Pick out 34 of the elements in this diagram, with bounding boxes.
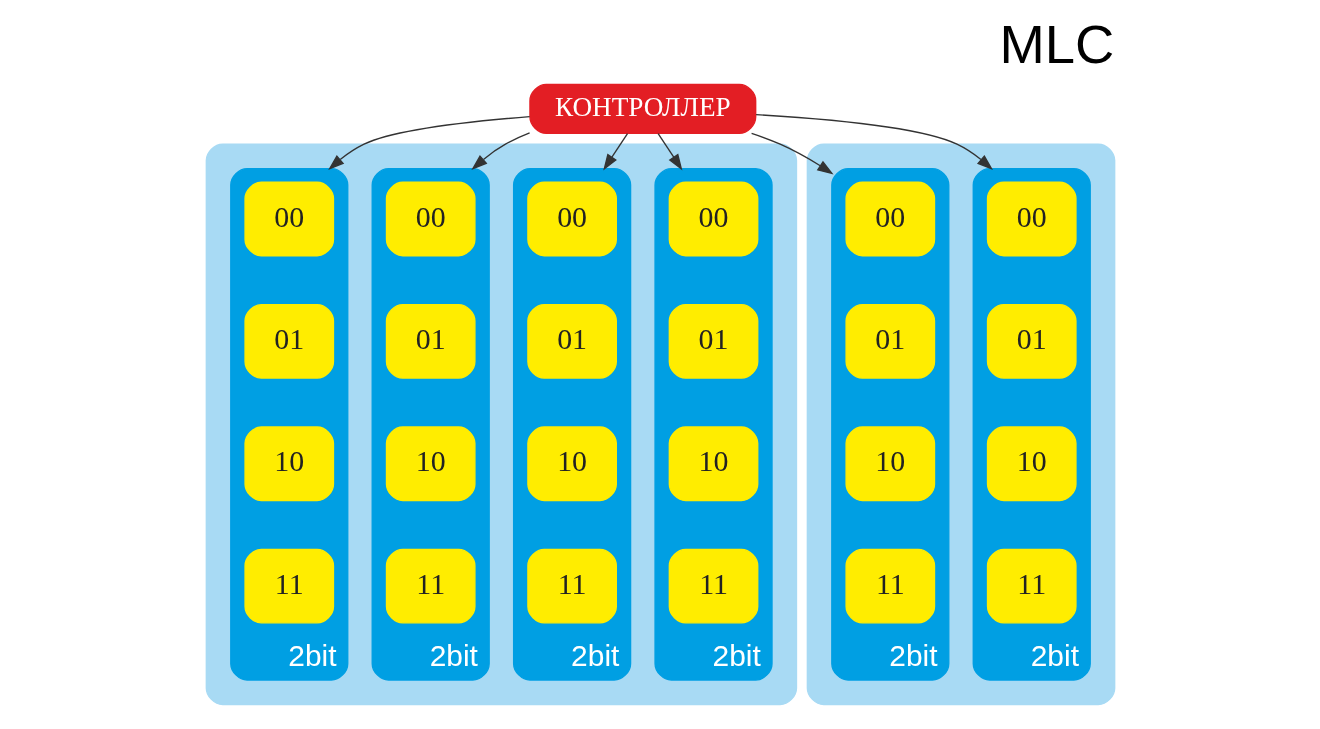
arrow [657, 132, 682, 171]
node-box: 00 [986, 181, 1077, 257]
arrow [327, 115, 530, 171]
node-box: 10 [526, 426, 617, 502]
arrow [602, 132, 628, 171]
node-box: 00 [668, 181, 758, 257]
node-box: 10 [668, 426, 758, 502]
node-box: 10 [844, 426, 935, 502]
cluster [806, 143, 1115, 706]
node-box: 11 [668, 548, 758, 624]
node-box: 00 [844, 181, 935, 257]
node-box: 01 [668, 304, 758, 379]
node-box: 11 [526, 548, 617, 624]
arrow [470, 132, 530, 171]
node-box: 01 [243, 304, 334, 379]
node-box: 10 [243, 426, 334, 502]
node-box: 10 [986, 426, 1077, 502]
node-box: 00 [243, 181, 334, 257]
cluster [205, 143, 797, 706]
node-box: 11 [986, 548, 1077, 624]
node-box: 01 [385, 304, 476, 379]
node-box: 00 [385, 181, 476, 257]
node-box: 01 [844, 304, 935, 379]
node-box: КОНТРОЛЛЕР [528, 83, 756, 134]
node-box: 00 [526, 181, 617, 257]
diagram-title: MLC [998, 13, 1114, 75]
node-box: 11 [385, 548, 476, 624]
arrow [754, 114, 993, 171]
node-box: 11 [243, 548, 334, 624]
node-box: 10 [385, 426, 476, 502]
node-box: 01 [986, 304, 1077, 379]
arrow [750, 132, 834, 175]
node-box: 01 [526, 304, 617, 379]
node-box: 11 [844, 548, 935, 624]
